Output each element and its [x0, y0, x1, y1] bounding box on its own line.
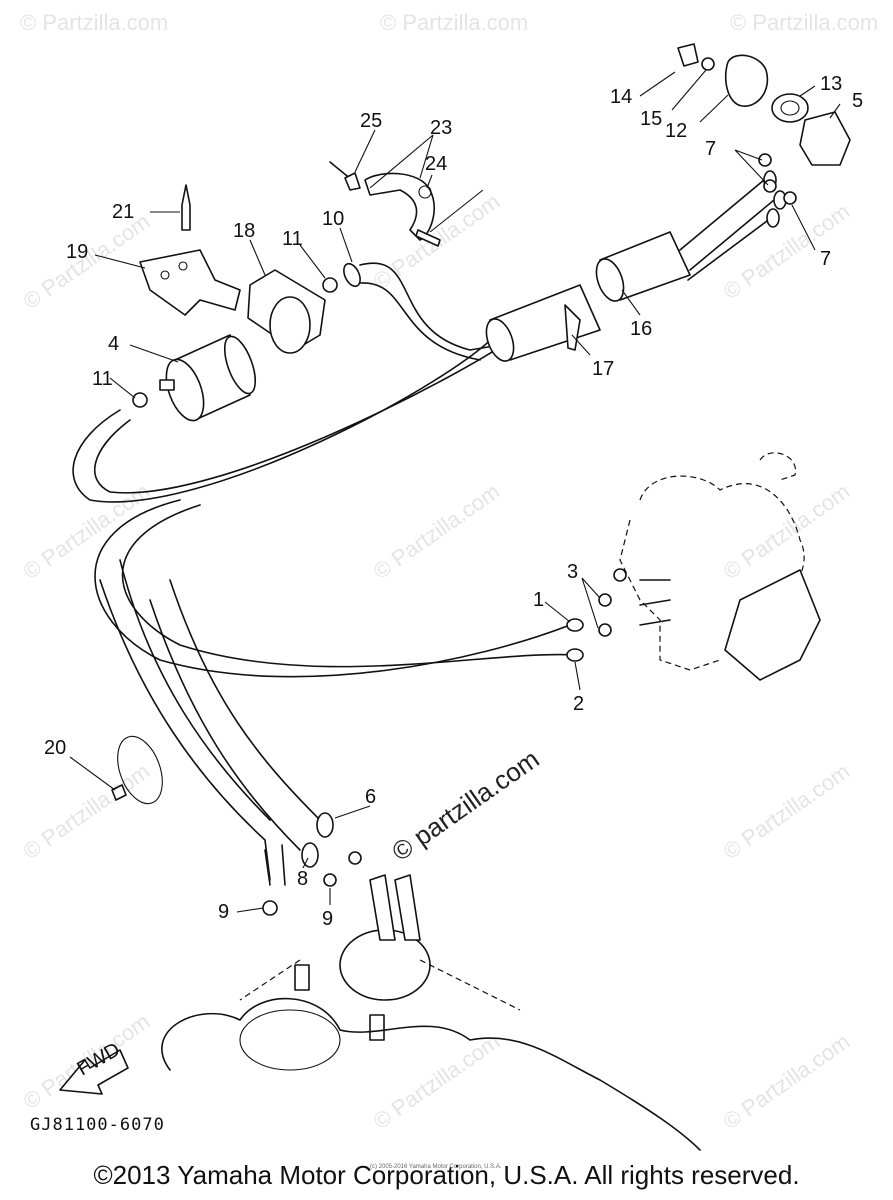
callout-7a: 7 [705, 138, 716, 160]
watermark: © Partzilla.com [380, 10, 528, 35]
callout-18: 18 [233, 220, 255, 242]
engine-outline [566, 452, 821, 681]
callout-22: 23 [430, 117, 452, 139]
callout-20: 20 [44, 737, 66, 759]
fuel-cock-assembly [677, 43, 851, 205]
watermark: © Partzilla.com [719, 1029, 855, 1135]
cable-tie [111, 735, 163, 805]
callout-16: 16 [630, 318, 652, 340]
callout-14: 14 [610, 86, 632, 108]
callout-24: 25 [360, 110, 382, 132]
protector-sleeves [485, 170, 787, 362]
small-clamps [132, 262, 361, 408]
callout-1: 1 [533, 589, 544, 611]
callout-21: 21 [112, 201, 134, 223]
callout-12: 12 [665, 120, 687, 142]
callout-11b: 11 [92, 368, 113, 390]
bracket [139, 184, 241, 316]
callout-15: 15 [640, 108, 662, 130]
center-watermark: © partzilla.com [386, 743, 544, 866]
callout-13: 13 [820, 73, 842, 95]
watermark: © Partzilla.com [369, 479, 505, 585]
watermark-layer: © Partzilla.com © Partzilla.com © Partzi… [19, 10, 879, 1134]
callout-7b: 7 [820, 248, 831, 270]
callout-5: 5 [852, 90, 863, 112]
watermark: © Partzilla.com [730, 10, 878, 35]
callout-3: 3 [567, 561, 578, 583]
fuel-hoses [72, 262, 576, 886]
watermark: © Partzilla.com [19, 479, 155, 585]
callout-9a: 9 [218, 901, 229, 923]
callout-9b: 9 [322, 908, 333, 930]
callout-19: 19 [66, 241, 88, 263]
callout-2: 2 [573, 693, 584, 715]
watermark: © Partzilla.com [369, 1029, 505, 1135]
callout-17: 17 [592, 358, 614, 380]
callout-11a: 11 [282, 228, 303, 250]
small-credit: (c) 2005-2016 Yamaha Motor Corporation, … [370, 1164, 502, 1170]
callout-4: 4 [108, 333, 119, 355]
callout-10: 10 [322, 208, 344, 230]
callout-numbers: 14 15 12 13 5 7 7 25 23 24 21 19 18 11 1… [44, 73, 863, 930]
watermark: © Partzilla.com [19, 759, 155, 865]
watermark: © Partzilla.com [719, 199, 855, 305]
callout-23: 24 [425, 153, 447, 175]
callout-6: 6 [365, 786, 376, 808]
watermark: © Partzilla.com [719, 479, 855, 585]
diagram-code: GJ81100-6070 [30, 1115, 165, 1135]
filter-holder-bracket [247, 269, 326, 354]
watermark: © Partzilla.com [20, 10, 168, 35]
hose-band [329, 161, 441, 247]
fuel-filter [159, 334, 257, 422]
watermark: © Partzilla.com [719, 759, 855, 865]
leader-lines [69, 69, 841, 913]
fuel-tank-area [161, 812, 701, 1151]
callout-8: 8 [297, 868, 308, 890]
copyright-notice: ©2013 Yamaha Motor Corporation, U.S.A. A… [93, 1160, 800, 1190]
